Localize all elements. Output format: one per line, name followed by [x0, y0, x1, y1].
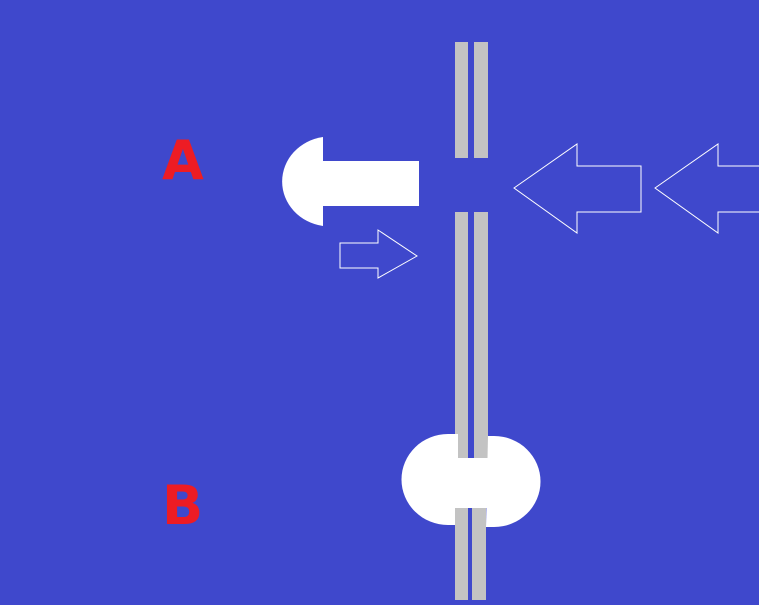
sheet-left-lower: [455, 212, 468, 460]
rivet-b-right-head: [486, 436, 541, 527]
rivet-b: [401, 434, 541, 527]
sheet-right-upper: [474, 42, 488, 158]
insert-arrow: [339, 229, 418, 279]
rivet-head: [282, 137, 323, 226]
label-b: B: [162, 474, 204, 537]
sheet-right-lower: [474, 212, 488, 460]
sheet-left-upper: [455, 42, 468, 158]
sheet-pair-b: [455, 508, 486, 600]
rivet-b-left-head: [401, 434, 458, 525]
sheet-right-bottom: [472, 508, 486, 600]
label-a: A: [162, 129, 204, 192]
rivet-a: [282, 137, 419, 226]
force-arrow-2: [654, 143, 759, 234]
rivet-shank: [322, 161, 419, 206]
force-arrow-1: [513, 143, 642, 234]
sheet-pair-a: [455, 42, 488, 460]
sheet-left-bottom: [455, 508, 468, 600]
rivet-b-shank: [456, 458, 488, 508]
